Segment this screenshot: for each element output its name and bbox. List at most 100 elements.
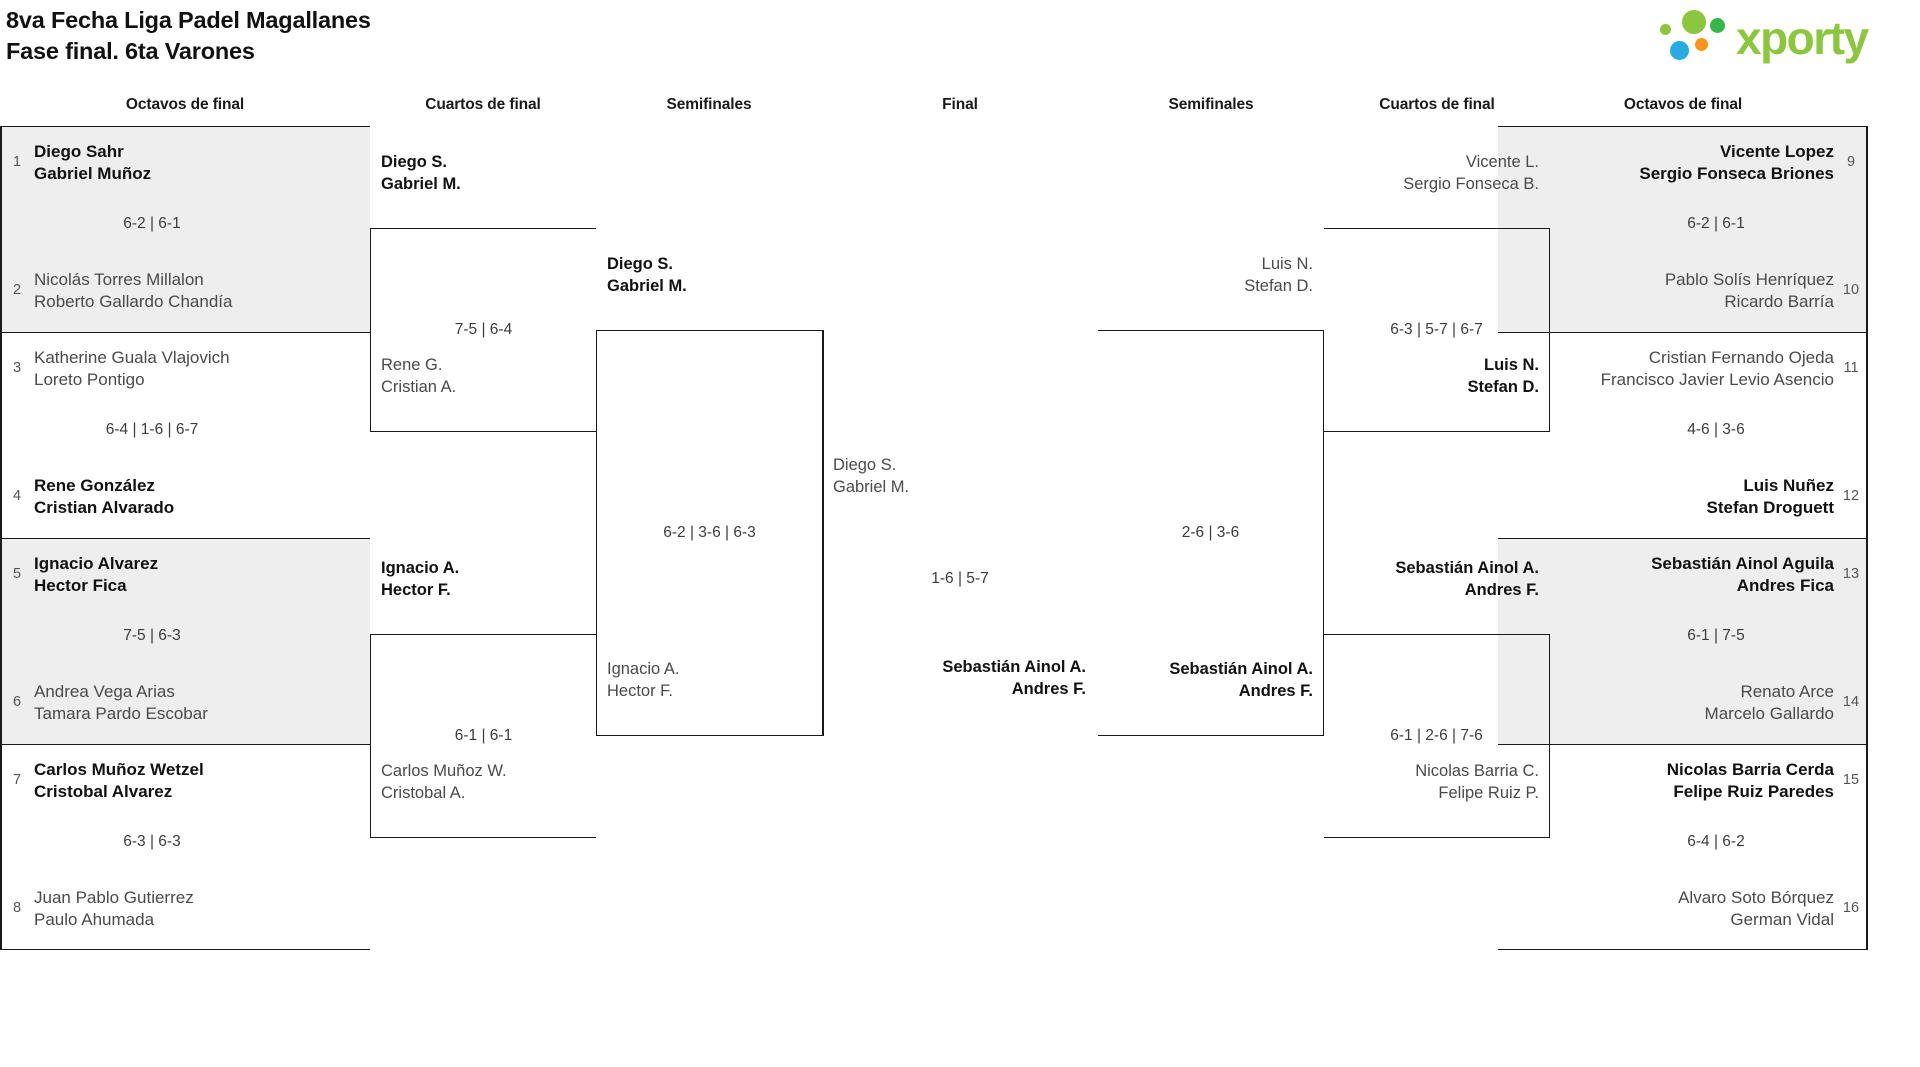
cuartos-left-slot-top-2[interactable]: Ignacio A. Hector F. bbox=[381, 558, 459, 602]
round-header-cuartos-right: Cuartos de final bbox=[1379, 96, 1495, 113]
team-names: Andrea Vega Arias Tamara Pardo Escobar bbox=[32, 675, 370, 737]
match-score: 6-4 | 6-2 bbox=[1687, 833, 1745, 850]
player-1: Diego Sahr bbox=[34, 142, 124, 161]
seed-entry[interactable]: 9 Vicente Lopez Sergio Fonseca Briones bbox=[1498, 135, 1866, 197]
seed-entry[interactable]: 7 Carlos Muñoz Wetzel Cristobal Alvarez bbox=[2, 753, 370, 815]
player-2: Gabriel M. bbox=[607, 276, 687, 295]
cuartos-right-box-1[interactable]: 6-3 | 5-7 | 6-7 bbox=[1324, 228, 1550, 432]
player-2: Stefan D. bbox=[1467, 377, 1539, 396]
cuartos-left-box-2[interactable]: 6-1 | 6-1 bbox=[370, 634, 596, 838]
player-1: Nicolas Barria Cerda bbox=[1666, 760, 1834, 779]
seed-pair[interactable]: 3 Katherine Guala Vlajovich Loreto Ponti… bbox=[2, 332, 370, 538]
seed-entry[interactable]: 15 Nicolas Barria Cerda Felipe Ruiz Pare… bbox=[1498, 753, 1866, 815]
player-2: Francisco Javier Levio Asencio bbox=[1600, 370, 1834, 390]
player-2: Marcelo Gallardo bbox=[1704, 704, 1834, 724]
match-score: 2-6 | 3-6 bbox=[1181, 524, 1240, 541]
player-1: Carlos Muñoz W. bbox=[381, 762, 507, 780]
cuartos-left-slot-top-1[interactable]: Diego S. Gabriel M. bbox=[381, 152, 461, 196]
logo-dot-orange bbox=[1695, 38, 1708, 51]
seed-number: 1 bbox=[12, 154, 22, 170]
player-1: Andrea Vega Arias bbox=[34, 682, 175, 701]
team-names: Nicolás Torres Millalon Roberto Gallardo… bbox=[32, 263, 370, 325]
seed-pair[interactable]: 9 Vicente Lopez Sergio Fonseca Briones 6… bbox=[1498, 126, 1866, 332]
seed-pair[interactable]: 7 Carlos Muñoz Wetzel Cristobal Alvarez … bbox=[2, 744, 370, 950]
cuartos-left-slot-bottom-2[interactable]: Carlos Muñoz W. Cristobal A. bbox=[381, 761, 507, 805]
player-1: Luis N. bbox=[1483, 356, 1539, 374]
player-1: Luis Nuñez bbox=[1743, 476, 1834, 495]
seed-pair[interactable]: 11 Cristian Fernando Ojeda Francisco Jav… bbox=[1498, 332, 1866, 538]
team-names: Renato Arce Marcelo Gallardo bbox=[1498, 675, 1836, 737]
seed-entry[interactable]: 16 Alvaro Soto Bórquez German Vidal bbox=[1498, 881, 1866, 943]
match-score: 6-2 | 3-6 | 6-3 bbox=[663, 524, 756, 541]
seed-entry[interactable]: 6 Andrea Vega Arias Tamara Pardo Escobar bbox=[2, 675, 370, 737]
player-2: Sergio Fonseca B. bbox=[1403, 174, 1539, 193]
seed-number: 16 bbox=[1842, 900, 1860, 916]
semifinal-right-box[interactable]: 2-6 | 3-6 bbox=[1098, 330, 1324, 736]
player-2: Roberto Gallardo Chandía bbox=[34, 292, 233, 312]
team-names: Sebastián Ainol Aguila Andres Fica bbox=[1498, 547, 1836, 609]
seed-pair[interactable]: 13 Sebastián Ainol Aguila Andres Fica 6-… bbox=[1498, 538, 1866, 744]
cuartos-left-slot-bottom-1[interactable]: Rene G. Cristian A. bbox=[381, 355, 456, 399]
seed-entry[interactable]: 2 Nicolás Torres Millalon Roberto Gallar… bbox=[2, 263, 370, 325]
match-score: 6-1 | 6-1 bbox=[454, 727, 513, 744]
seed-pair[interactable]: 1 Diego Sahr Gabriel Muñoz 6-2 | 6-1 2 N… bbox=[2, 126, 370, 332]
semifinal-left-slot-bottom[interactable]: Ignacio A. Hector F. bbox=[607, 659, 679, 703]
seed-number: 3 bbox=[12, 360, 22, 376]
seed-pair[interactable]: 15 Nicolas Barria Cerda Felipe Ruiz Pare… bbox=[1498, 744, 1866, 950]
player-2: Paulo Ahumada bbox=[34, 910, 155, 930]
player-2: Cristian A. bbox=[381, 377, 457, 396]
team-names: Alvaro Soto Bórquez German Vidal bbox=[1498, 881, 1836, 943]
player-2: Andres Fica bbox=[1736, 576, 1834, 596]
player-2: Felipe Ruiz P. bbox=[1438, 783, 1539, 802]
team-names: Rene González Cristian Alvarado bbox=[32, 469, 370, 531]
player-1: Pablo Solís Henríquez bbox=[1664, 270, 1834, 289]
seed-entry[interactable]: 11 Cristian Fernando Ojeda Francisco Jav… bbox=[1498, 341, 1866, 403]
cuartos-right-slot-bottom-1[interactable]: Luis N. Stefan D. bbox=[1324, 355, 1539, 399]
player-1: Nicolás Torres Millalon bbox=[34, 270, 204, 289]
match-score: 6-3 | 6-3 bbox=[123, 833, 181, 850]
semifinal-right-slot-top[interactable]: Luis N. Stefan D. bbox=[1098, 254, 1313, 298]
player-1: Vicente Lopez bbox=[1720, 142, 1834, 161]
seed-number: 7 bbox=[12, 772, 22, 788]
xporty-logo: xporty bbox=[1648, 8, 1908, 70]
seed-entry[interactable]: 8 Juan Pablo Gutierrez Paulo Ahumada bbox=[2, 881, 370, 943]
seed-entry[interactable]: 4 Rene González Cristian Alvarado bbox=[2, 469, 370, 531]
player-1: Renato Arce bbox=[1740, 682, 1834, 701]
match-score: 6-1 | 7-5 bbox=[1687, 627, 1745, 644]
seed-entry[interactable]: 12 Luis Nuñez Stefan Droguett bbox=[1498, 469, 1866, 531]
player-1: Nicolas Barria C. bbox=[1415, 762, 1539, 780]
semifinal-right-slot-bottom[interactable]: Sebastián Ainol A. Andres F. bbox=[1098, 659, 1313, 703]
player-1: Rene González bbox=[34, 476, 155, 495]
player-1: Alvaro Soto Bórquez bbox=[1678, 888, 1834, 907]
seed-number: 10 bbox=[1842, 282, 1860, 298]
seed-number: 4 bbox=[12, 488, 22, 504]
final-slot-top[interactable]: Diego S. Gabriel M. bbox=[833, 455, 909, 499]
cuartos-right-slot-bottom-2[interactable]: Nicolas Barria C. Felipe Ruiz P. bbox=[1324, 761, 1539, 805]
seed-entry[interactable]: 10 Pablo Solís Henríquez Ricardo Barría bbox=[1498, 263, 1866, 325]
seed-entry[interactable]: 13 Sebastián Ainol Aguila Andres Fica bbox=[1498, 547, 1866, 609]
player-2: Hector F. bbox=[607, 681, 674, 700]
seed-pair[interactable]: 5 Ignacio Alvarez Hector Fica 7-5 | 6-3 … bbox=[2, 538, 370, 744]
octavos-left-column: 1 Diego Sahr Gabriel Muñoz 6-2 | 6-1 2 N… bbox=[0, 126, 370, 950]
seed-entry[interactable]: 1 Diego Sahr Gabriel Muñoz bbox=[2, 135, 370, 197]
final-slot-bottom-champion[interactable]: Sebastián Ainol A. Andres F. bbox=[822, 657, 1098, 701]
seed-number: 5 bbox=[12, 566, 22, 582]
cuartos-right-slot-top-1[interactable]: Vicente L. Sergio Fonseca B. bbox=[1324, 152, 1539, 196]
player-2: Stefan D. bbox=[1244, 276, 1313, 295]
team-names: Cristian Fernando Ojeda Francisco Javier… bbox=[1498, 341, 1836, 403]
semifinal-left-slot-top[interactable]: Diego S. Gabriel M. bbox=[607, 254, 687, 298]
cuartos-right-box-2[interactable]: 6-1 | 2-6 | 7-6 bbox=[1324, 634, 1550, 838]
match-score: 6-2 | 6-1 bbox=[123, 215, 181, 232]
seed-entry[interactable]: 5 Ignacio Alvarez Hector Fica bbox=[2, 547, 370, 609]
round-header-final: Final bbox=[942, 96, 978, 113]
seed-number: 2 bbox=[12, 282, 22, 298]
round-header-octavos-right: Octavos de final bbox=[1623, 96, 1743, 113]
match-score: 6-4 | 1-6 | 6-7 bbox=[105, 421, 199, 438]
seed-entry[interactable]: 14 Renato Arce Marcelo Gallardo bbox=[1498, 675, 1866, 737]
seed-entry[interactable]: 3 Katherine Guala Vlajovich Loreto Ponti… bbox=[2, 341, 370, 403]
player-1: Luis N. bbox=[1261, 255, 1313, 273]
semifinal-left-box[interactable]: 6-2 | 3-6 | 6-3 bbox=[596, 330, 822, 736]
cuartos-right-slot-top-2[interactable]: Sebastián Ainol A. Andres F. bbox=[1324, 558, 1539, 602]
cuartos-left-box-1[interactable]: 7-5 | 6-4 bbox=[370, 228, 596, 432]
